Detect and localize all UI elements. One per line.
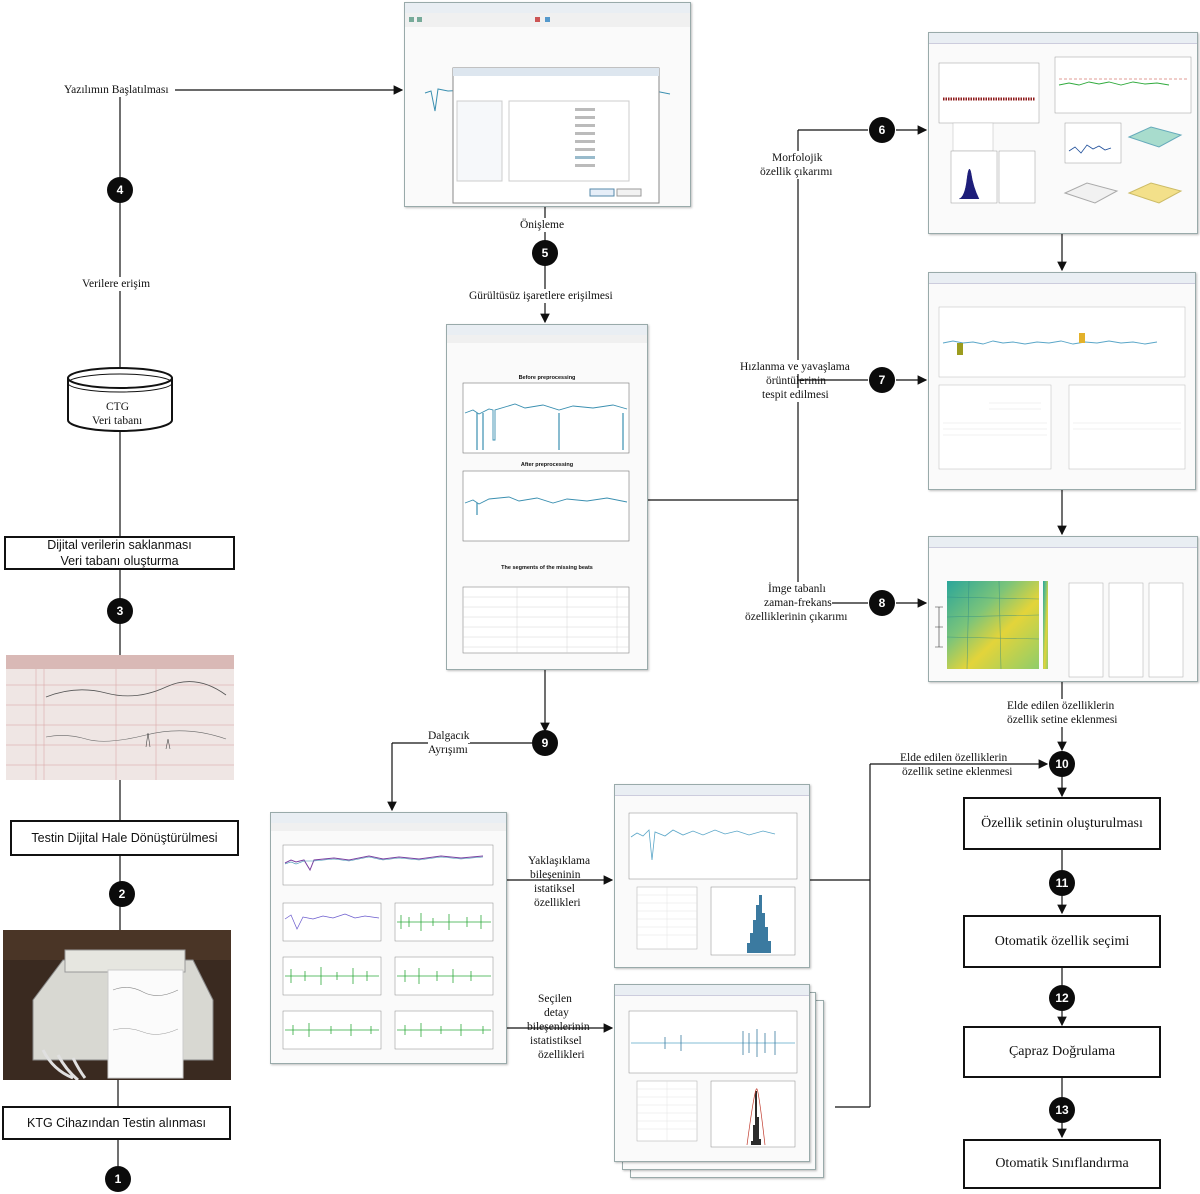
storage-box-line1: Dijital verilerin saklanması bbox=[47, 538, 192, 552]
detail-stats-label-line3: bileşenlerinin bbox=[527, 1021, 590, 1033]
ctg-device-photo bbox=[3, 930, 231, 1080]
step-1-marker: 1 bbox=[105, 1166, 131, 1192]
step-13-marker: 13 bbox=[1049, 1097, 1075, 1123]
added-features-a-line1: Elde edilen özelliklerin bbox=[1007, 699, 1115, 713]
morphological-features-screenshot bbox=[928, 32, 1198, 234]
step-4-marker: 4 bbox=[107, 177, 133, 203]
detail-stats-screenshot bbox=[614, 984, 810, 1162]
classification-box: Otomatik Sınıflandırma bbox=[963, 1139, 1161, 1189]
step-10-marker: 10 bbox=[1049, 751, 1075, 777]
feature-set-box: Özellik setinin oluşturulması bbox=[963, 797, 1161, 850]
approx-stats-label-line4: özellikleri bbox=[534, 896, 581, 910]
step-7-marker: 7 bbox=[869, 367, 895, 393]
image-tf-label-line3: özelliklerinin çıkarımı bbox=[745, 610, 848, 624]
wavelet-decomposition-screenshot bbox=[270, 812, 507, 1064]
preprocess-before-title: Before preprocessing bbox=[518, 375, 576, 381]
time-frequency-screenshot bbox=[928, 536, 1198, 682]
software-start-label: Yazılımın Başlatılması bbox=[64, 83, 169, 97]
wavelet-label-line2: Ayrışımı bbox=[428, 743, 468, 757]
approx-stats-label-line2: bileşeninin bbox=[530, 869, 581, 881]
added-features-b-line2: özellik setine eklenmesi bbox=[902, 766, 1013, 778]
accel-decel-label-line1: Hızlanma ve yavaşlama bbox=[740, 360, 850, 374]
accel-decel-label-line3: tespit edilmesi bbox=[762, 388, 829, 402]
data-access-label: Verilere erişim bbox=[82, 277, 151, 291]
noise-free-access-label: Gürültüsüz işaretlere erişilmesi bbox=[469, 289, 613, 303]
morphological-label-line2: özellik çıkarımı bbox=[760, 165, 833, 179]
database-label-line1: CTG bbox=[106, 401, 129, 413]
step-6-marker: 6 bbox=[869, 117, 895, 143]
detail-stats-label-line2: detay bbox=[544, 1006, 569, 1020]
cross-validation-box: Çapraz Doğrulama bbox=[963, 1026, 1161, 1078]
preprocessing-screenshot: Before preprocessing After preprocessing… bbox=[446, 324, 648, 670]
wavelet-label-line1: Dalgacık bbox=[428, 729, 470, 743]
database-label-line2: Veri tabanı bbox=[92, 415, 143, 427]
image-tf-label-line2: zaman-frekans bbox=[764, 596, 832, 610]
detail-stats-label-line4: istatistiksel bbox=[530, 1034, 582, 1048]
added-features-a-line2: özellik setine eklenmesi bbox=[1007, 713, 1118, 727]
step-5-marker: 5 bbox=[532, 240, 558, 266]
step-9-marker: 9 bbox=[532, 730, 558, 756]
storage-box-line2: Veri tabanı oluşturma bbox=[60, 554, 179, 568]
approx-stats-label-line3: istatiksel bbox=[534, 882, 575, 896]
morphological-label-line1: Morfolojik bbox=[772, 151, 823, 165]
approximation-stats-screenshot bbox=[614, 784, 810, 968]
step-8-marker: 8 bbox=[869, 590, 895, 616]
accel-decel-screenshot bbox=[928, 272, 1196, 490]
preprocess-after-title: After preprocessing bbox=[520, 462, 574, 468]
preprocessing-label: Önişleme bbox=[520, 218, 565, 232]
software-file-dialog-screenshot bbox=[404, 2, 691, 207]
step-2-marker: 2 bbox=[109, 881, 135, 907]
missing-segments-title: The segments of the missing beats bbox=[501, 565, 593, 571]
storage-box: Dijital verilerin saklanması Veri tabanı… bbox=[4, 536, 235, 570]
detail-stats-label-line5: özellikleri bbox=[538, 1048, 585, 1062]
accel-decel-label-line2: örüntülerinin bbox=[766, 375, 827, 387]
feature-selection-box: Otomatik özellik seçimi bbox=[963, 915, 1161, 968]
ctg-database-icon bbox=[67, 367, 173, 432]
step-3-marker: 3 bbox=[107, 598, 133, 624]
step-11-marker: 11 bbox=[1049, 870, 1075, 896]
added-features-b-line1: Elde edilen özelliklerin bbox=[900, 752, 1008, 764]
approx-stats-label-line1: Yaklaşıklama bbox=[528, 854, 591, 868]
detail-stats-label-line1: Seçilen bbox=[538, 992, 572, 1006]
step-12-marker: 12 bbox=[1049, 985, 1075, 1011]
test-acquisition-box: KTG Cihazından Testin alınması bbox=[2, 1106, 231, 1140]
ctg-paper-photo bbox=[6, 655, 234, 780]
digital-conversion-box: Testin Dijital Hale Dönüştürülmesi bbox=[10, 820, 239, 856]
image-tf-label-line1: İmge tabanlı bbox=[768, 582, 826, 596]
